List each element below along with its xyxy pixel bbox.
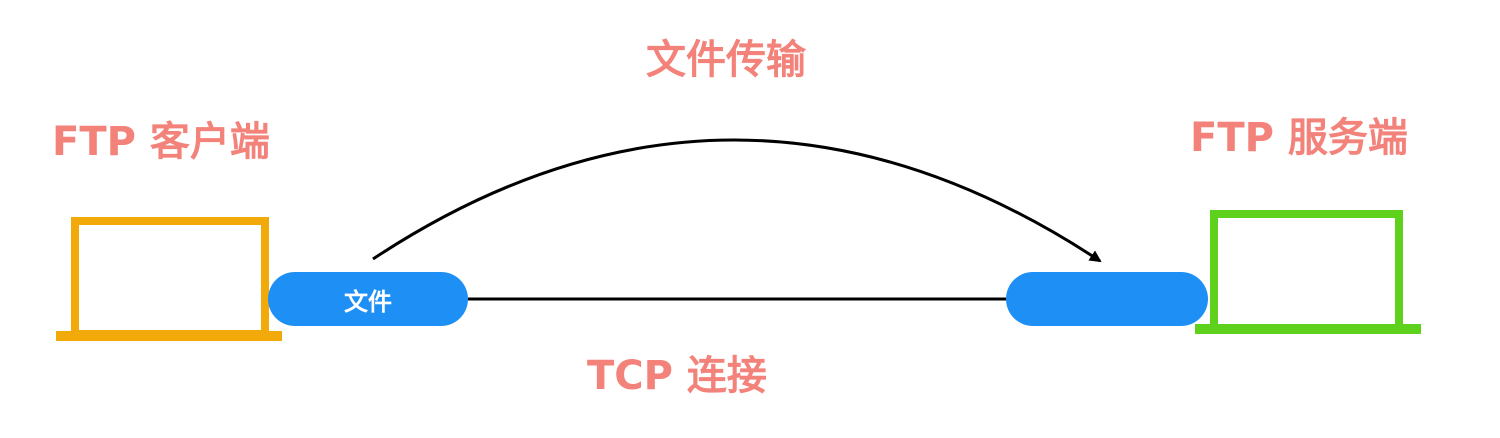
- client-laptop-icon: [56, 217, 282, 341]
- server-endpoint: [1006, 272, 1208, 326]
- file-transfer-label: 文件传输: [646, 37, 806, 83]
- client-file-endpoint: [268, 272, 468, 326]
- server-label: FTP 服务端: [1190, 115, 1408, 161]
- client-endpoint-label: 文件: [344, 287, 392, 316]
- client-label: FTP 客户端: [52, 119, 270, 165]
- file-transfer-arrow: [372, 138, 1102, 263]
- server-laptop-icon: [1195, 210, 1421, 334]
- tcp-connection-label: TCP 连接: [587, 353, 767, 399]
